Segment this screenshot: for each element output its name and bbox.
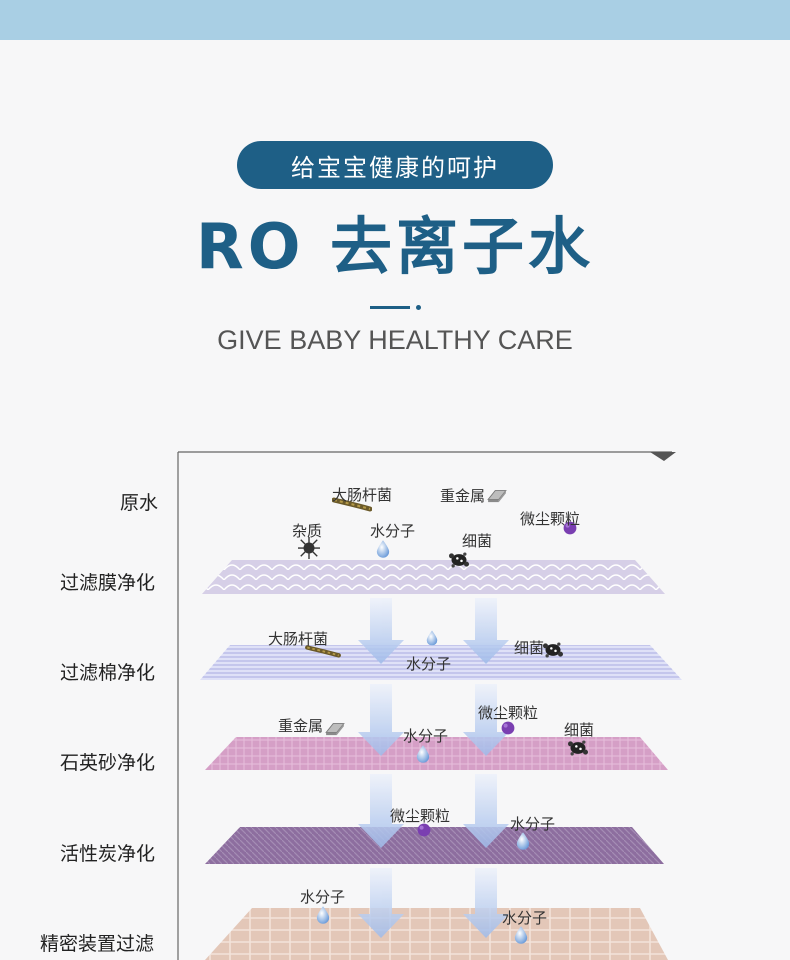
bacteria-icon	[568, 740, 588, 756]
particle-label-e-coli: 大肠杆菌	[268, 630, 329, 648]
particle-label-bacteria: 细菌	[514, 639, 545, 657]
heavy-metal-icon	[487, 490, 507, 503]
title-divider-dot	[416, 305, 421, 310]
heavy-metal-icon	[325, 723, 345, 736]
particle-label-dust: 微尘颗粒	[390, 807, 451, 825]
precision-filter-layer	[205, 908, 668, 960]
stage-label-precision-filter: 精密装置过滤	[40, 933, 155, 955]
dust-particle-icon	[501, 721, 515, 735]
page-subtitle: GIVE BABY HEALTHY CARE	[217, 325, 573, 355]
page-title: RO 去离子水	[195, 210, 595, 283]
particle-label-bacteria: 细菌	[462, 532, 493, 550]
particle-label-water: 水分子	[403, 727, 449, 745]
water-drop-icon	[426, 630, 438, 646]
membrane-layer	[202, 560, 665, 594]
particle-label-impurity: 杂质	[292, 522, 323, 540]
bacteria-icon	[449, 552, 469, 568]
particle-label-bacteria: 细菌	[564, 721, 595, 739]
particle-label-water: 水分子	[510, 815, 556, 833]
particle-label-water: 水分子	[300, 888, 346, 906]
stage-label-activated-carbon: 活性炭净化	[60, 843, 156, 865]
particle-label-water: 水分子	[370, 522, 416, 540]
stage-label-quartz-sand: 石英砂净化	[60, 752, 156, 774]
water-drop-icon	[376, 540, 390, 558]
headline-badge: 给宝宝健康的呵护	[237, 141, 553, 189]
title-divider	[370, 306, 410, 309]
particle-label-heavy-metal: 重金属	[440, 487, 486, 505]
top-banner	[0, 0, 790, 40]
quartz-sand-layer	[205, 737, 668, 770]
particle-label-e-coli: 大肠杆菌	[332, 486, 393, 504]
particle-label-dust: 微尘颗粒	[478, 704, 539, 722]
particle-label-water: 水分子	[502, 909, 548, 927]
activated-carbon-layer	[205, 827, 664, 864]
particle-label-water: 水分子	[406, 655, 452, 673]
particle-label-heavy-metal: 重金属	[278, 717, 324, 735]
stage-label-raw-water: 原水	[120, 492, 159, 514]
stage-label-cotton: 过滤棉净化	[60, 662, 156, 684]
stage-label-membrane: 过滤膜净化	[60, 572, 156, 594]
axis-arrowhead	[650, 452, 676, 461]
particle-label-dust: 微尘颗粒	[520, 510, 581, 528]
bacteria-icon	[543, 642, 563, 658]
flow-arrows	[358, 598, 509, 938]
